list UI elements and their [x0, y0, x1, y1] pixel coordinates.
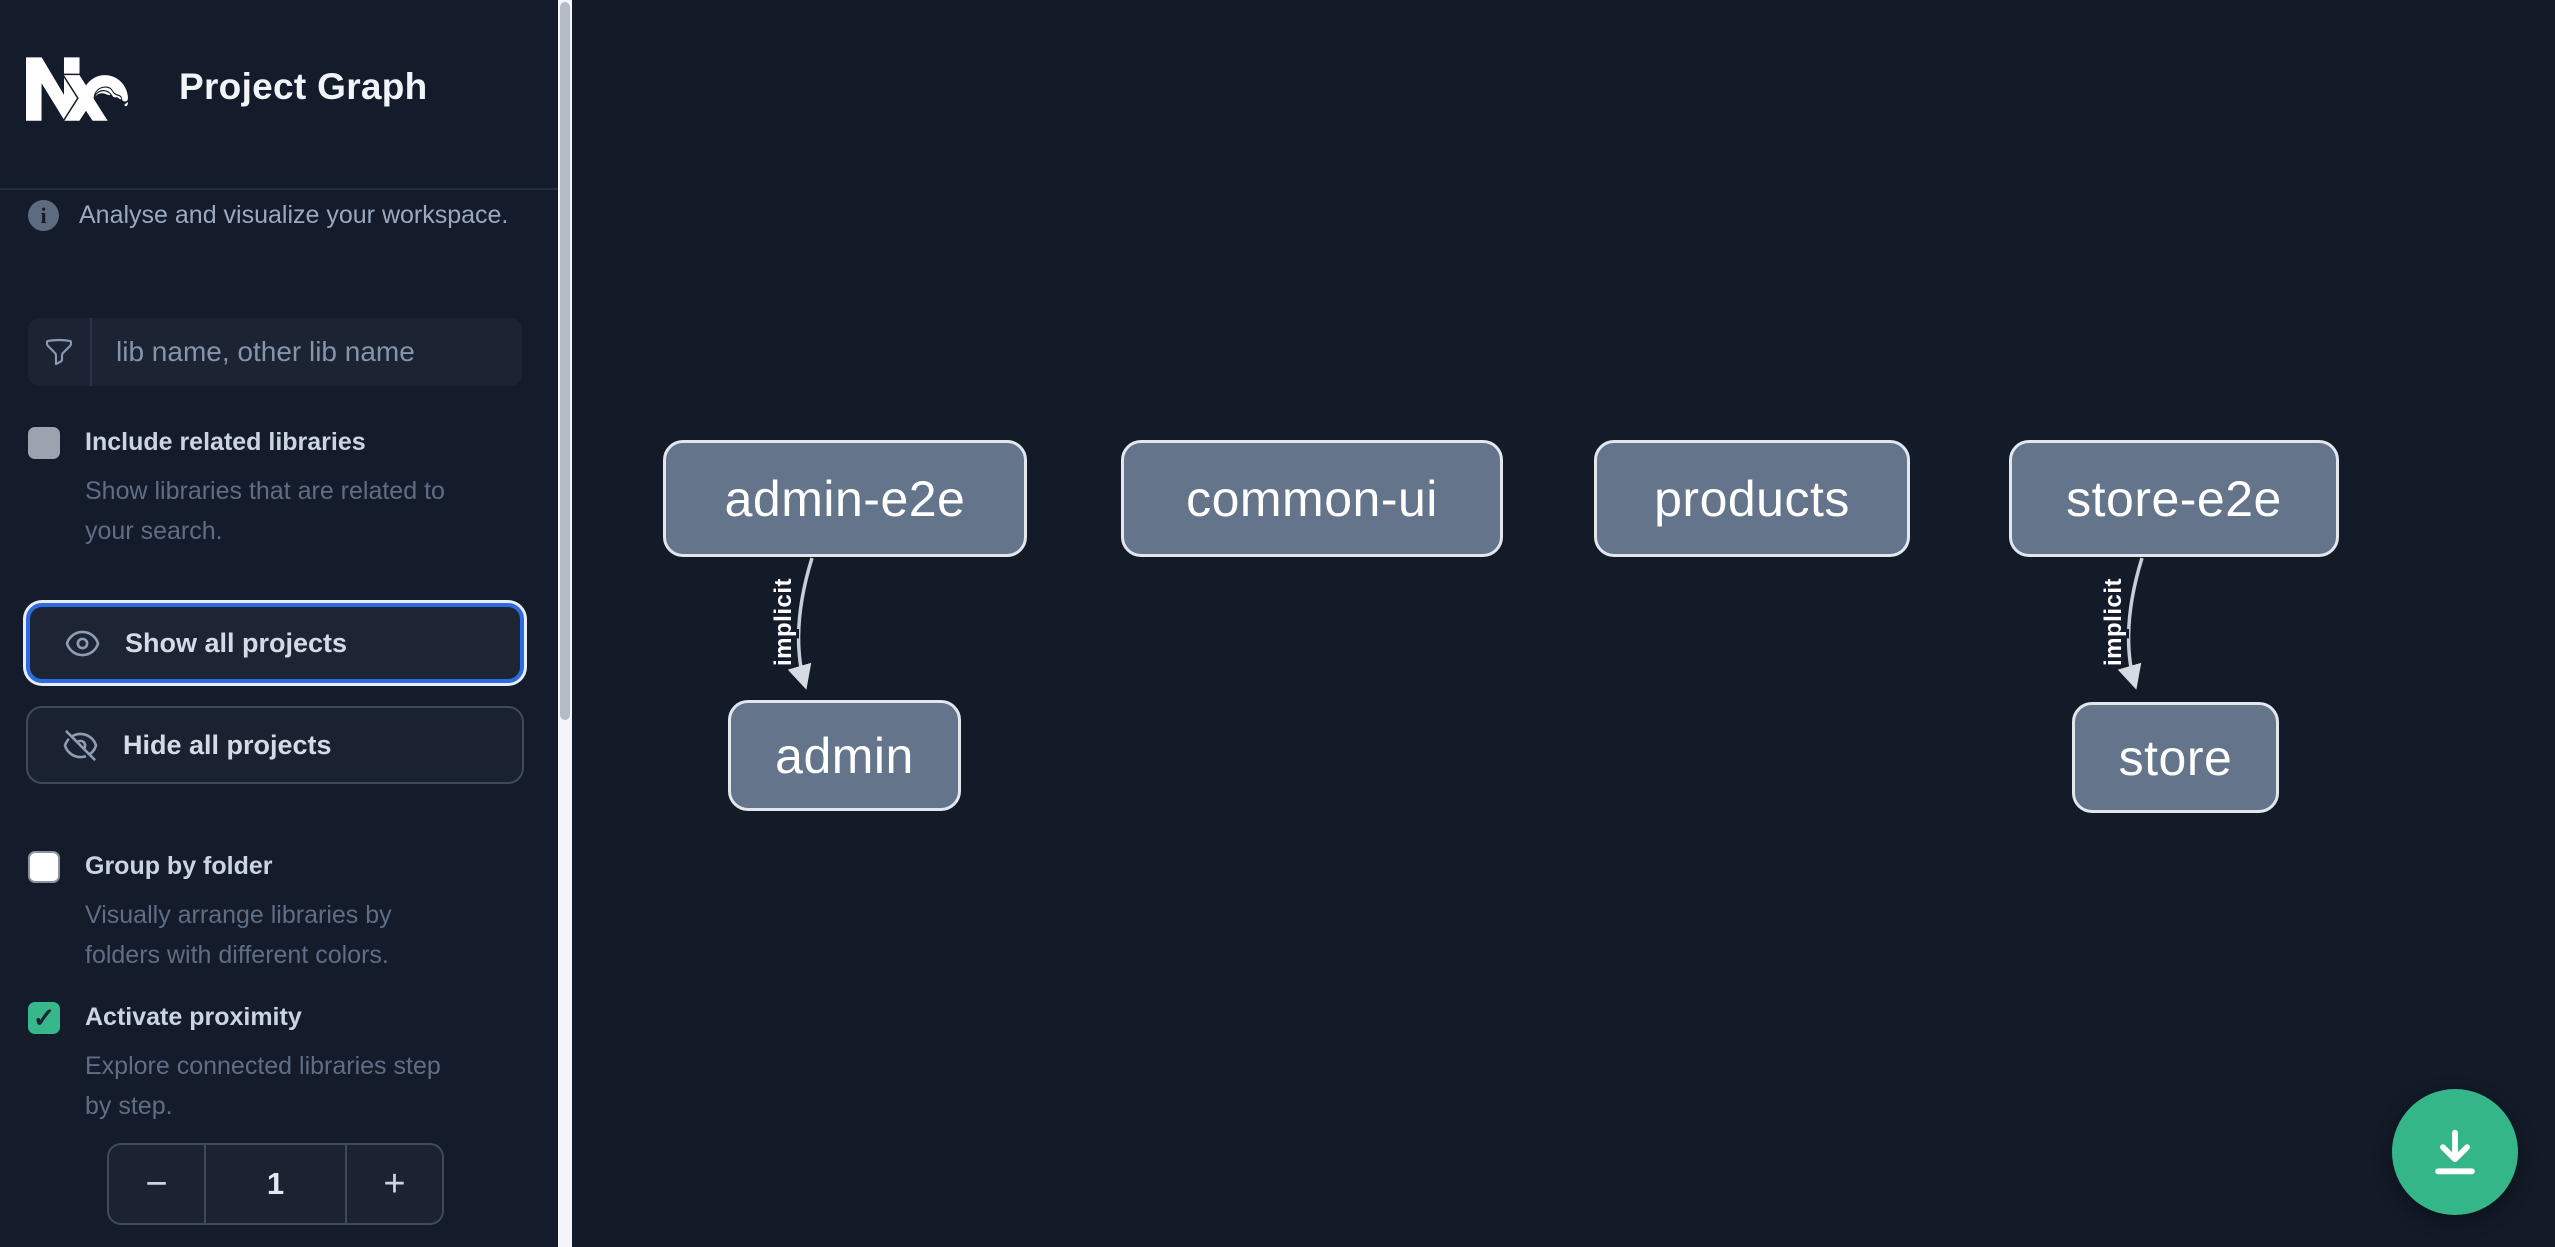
page-title: Project Graph	[179, 66, 428, 107]
eye-icon	[64, 625, 101, 662]
proximity-increment-button[interactable]: +	[345, 1145, 442, 1223]
sidebar-scrollbar-track[interactable]	[558, 0, 572, 1247]
sidebar-scrollbar-thumb[interactable]	[560, 2, 570, 720]
activate-proximity-checkbox[interactable]	[28, 1002, 60, 1034]
info-text: Analyse and visualize your workspace.	[79, 201, 509, 229]
show-all-projects-button[interactable]: Show all projects	[26, 603, 524, 683]
info-icon: i	[28, 200, 59, 231]
edge-admin-e2e-to-admin	[787, 557, 814, 690]
include-related-checkbox[interactable]	[28, 427, 60, 459]
group-by-folder-label: Group by folder	[85, 852, 273, 880]
group-by-folder-checkbox[interactable]	[28, 851, 60, 883]
info-row: i Analyse and visualize your workspace.	[28, 200, 508, 231]
sidebar: Project Graph i Analyse and visualize yo…	[0, 0, 558, 1247]
theme-toggle-button[interactable]	[466, 66, 510, 110]
proximity-decrement-button[interactable]: −	[109, 1145, 206, 1223]
graph-edges-layer: implicit implicit	[767, 557, 2144, 690]
edge-label-implicit: implicit	[770, 578, 797, 666]
download-icon	[2435, 1129, 2475, 1175]
proximity-depth-stepper: − 1 +	[107, 1143, 444, 1225]
edge-label-implicit: implicit	[2100, 578, 2127, 666]
graph-node-store-e2e[interactable]: store-e2e	[2009, 440, 2339, 557]
graph-node-admin-e2e[interactable]: admin-e2e	[663, 440, 1027, 557]
eye-off-icon	[62, 727, 99, 764]
search-input[interactable]	[92, 318, 522, 386]
edge-store-e2e-to-store	[2117, 557, 2144, 690]
include-related-label: Include related libraries	[85, 428, 366, 456]
activate-proximity-description: Explore connected libraries step by step…	[85, 1052, 441, 1120]
group-by-folder-description: Visually arrange libraries by folders wi…	[85, 901, 392, 969]
sidebar-header: Project Graph	[0, 0, 558, 190]
hide-all-projects-label: Hide all projects	[123, 729, 332, 760]
activate-proximity-label: Activate proximity	[85, 1003, 302, 1031]
graph-node-admin[interactable]: admin	[728, 700, 961, 811]
filter-funnel-icon	[28, 318, 92, 386]
graph-node-store[interactable]: store	[2072, 702, 2279, 813]
show-all-projects-label: Show all projects	[125, 627, 348, 658]
graph-node-products[interactable]: products	[1594, 440, 1910, 557]
include-related-description: Show libraries that are related to your …	[85, 477, 445, 545]
nx-logo	[26, 54, 129, 122]
graph-node-common-ui[interactable]: common-ui	[1121, 440, 1503, 557]
proximity-depth-value: 1	[266, 1166, 285, 1201]
download-graph-button[interactable]	[2392, 1089, 2518, 1215]
search-filter-group	[28, 318, 522, 386]
hide-all-projects-button[interactable]: Hide all projects	[26, 706, 524, 784]
graph-canvas[interactable]: implicit implicit admin-e2e common-ui pr…	[572, 0, 2555, 1247]
